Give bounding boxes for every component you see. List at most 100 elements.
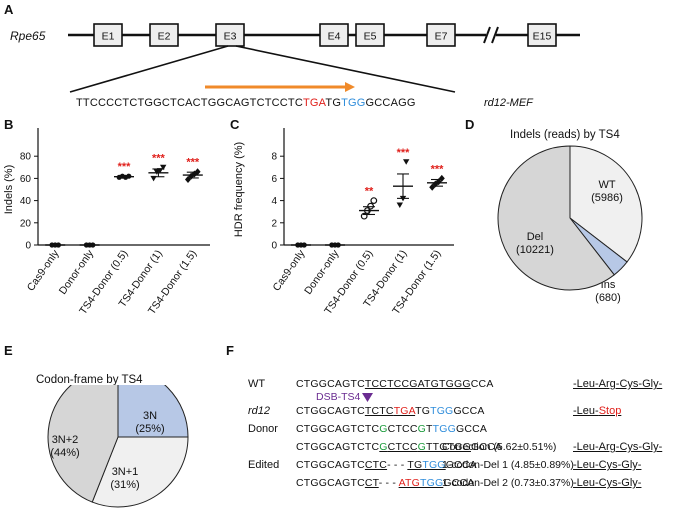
row-seq-wt: CTGGCAGTCTCCTCCGATGTGGGCCA xyxy=(296,378,494,390)
significance-label: *** xyxy=(431,163,445,175)
cell-label: rd12-MEF xyxy=(484,97,533,109)
slice-value: (5986) xyxy=(591,192,623,204)
y-tick-label: 6 xyxy=(271,174,277,185)
exon-e4 xyxy=(319,23,349,47)
slice-label: 3N xyxy=(143,410,157,422)
x-tick-label: Cas9-only xyxy=(271,247,308,293)
x-tick-label: Cas9-only xyxy=(25,247,62,293)
slice-value: (680) xyxy=(595,292,621,304)
panel-label-a: A xyxy=(4,2,14,17)
data-point xyxy=(160,164,167,171)
exon-e7 xyxy=(426,23,456,47)
row-note-del1: 1-codon-Del 1 (4.85±0.89%) xyxy=(442,459,574,471)
exon-label: E3 xyxy=(224,31,237,43)
zoom-line-left xyxy=(69,45,229,93)
significance-label: *** xyxy=(152,152,166,164)
y-axis-label: HDR frequency (%) xyxy=(233,142,245,237)
y-tick-label: 20 xyxy=(20,218,32,229)
data-point xyxy=(438,174,445,182)
dsb-label: DSB-TS4 xyxy=(316,391,361,403)
y-tick-label: 0 xyxy=(25,241,31,252)
y-tick-label: 40 xyxy=(20,196,32,207)
slice-value: (31%) xyxy=(110,479,139,491)
row-protein-del1: -Leu-Cys-Gly- xyxy=(573,459,642,471)
row-label-edited: Edited xyxy=(248,459,280,471)
exon-e1 xyxy=(93,23,123,47)
row-protein-wt: -Leu-Arg-Cys-Gly- xyxy=(573,378,663,390)
panel-label-f: F xyxy=(226,343,234,358)
break-mark-2 xyxy=(491,26,499,44)
gene-map: E1 E2 E3 E4 E5 E7 E15 xyxy=(68,23,580,93)
row-seq-rd12: CTGGCAGTCTCTCTGATGTGGGCCA xyxy=(296,405,485,417)
significance-label: *** xyxy=(186,157,200,169)
break-mark-1 xyxy=(483,26,491,44)
slice-label: Del xyxy=(527,231,544,243)
pie-slice-3nplus1 xyxy=(91,436,189,508)
pie-d: WT(5986) Ins(680) Del(10221) xyxy=(497,145,643,304)
exon-e5 xyxy=(355,23,385,47)
significance-label: *** xyxy=(118,161,132,173)
exon-label: E5 xyxy=(364,31,377,43)
pie-slice-wt xyxy=(569,145,643,263)
row-seq-del2: CTGGCAGTCCT- - - ATGTGGGCCA xyxy=(296,477,475,489)
y-tick-label: 80 xyxy=(20,152,32,163)
pie-slice-3nplus2 xyxy=(47,385,119,503)
row-note-correction: Correction (5.62±0.51%) xyxy=(442,441,557,453)
pie-e: 3N(25%) 3N+1(31%) 3N+2(44%) xyxy=(47,385,189,508)
exon-e15 xyxy=(527,23,557,47)
exon-label: E2 xyxy=(158,31,171,43)
data-point xyxy=(396,202,403,209)
row-protein-rd12: -Leu-Stop xyxy=(573,405,622,417)
y-tick-label: 4 xyxy=(271,196,277,207)
slice-label: 3N+2 xyxy=(52,434,79,446)
row-seq-correction: CTGGCAGTCTCGCTCCGTTGTGGGCCA xyxy=(296,441,503,453)
significance-label: *** xyxy=(397,147,411,159)
zoom-line-right xyxy=(235,45,456,93)
pie-slice-3n xyxy=(117,385,189,438)
target-sequence: TTCCCCTCTGGCTCACTGGCAGTCTCCTCTGATGTGGGCC… xyxy=(76,97,416,109)
slice-label: 3N+1 xyxy=(112,466,139,478)
data-point xyxy=(370,197,378,204)
slice-value: (44%) xyxy=(50,447,79,459)
panel-label-c: C xyxy=(230,117,240,132)
slice-value: (25%) xyxy=(135,423,164,435)
exon-e3 xyxy=(215,23,245,47)
data-point xyxy=(185,176,191,184)
data-point xyxy=(403,159,410,165)
row-label-wt: WT xyxy=(248,378,266,390)
row-seq-donor: CTGGCAGTCTCGCTCCGTTGGGCCA xyxy=(296,423,488,435)
guide-arrow-head xyxy=(345,82,355,92)
exon-label: E7 xyxy=(435,31,448,43)
exon-label: E15 xyxy=(533,31,552,43)
y-tick-label: 2 xyxy=(271,218,277,229)
dsb-marker-icon xyxy=(362,393,373,402)
slice-value: (10221) xyxy=(516,244,554,256)
exon-label: E1 xyxy=(102,31,115,43)
y-axis-label: Indels (%) xyxy=(3,165,15,215)
panel-label-b: B xyxy=(4,117,14,132)
exon-e2 xyxy=(149,23,179,47)
slice-label: WT xyxy=(598,179,615,191)
pam-site: TGG xyxy=(341,97,366,109)
row-seq-del1: CTGGCAGTCCTC- - - TGTGGGCCA xyxy=(296,459,477,471)
y-tick-label: 0 xyxy=(271,241,277,252)
row-protein-correction: -Leu-Arg-Cys-Gly- xyxy=(573,441,663,453)
mutation-codon: TGA xyxy=(303,97,326,109)
y-tick-label: 8 xyxy=(271,152,277,163)
panel-label-d: D xyxy=(465,117,475,132)
row-protein-del2: -Leu-Cys-Gly- xyxy=(573,477,642,489)
y-tick-label: 60 xyxy=(20,174,32,185)
significance-label: ** xyxy=(365,186,374,198)
panel-label-e: E xyxy=(4,343,13,358)
row-note-del2: 1-codon-Del 2 (0.73±0.37%) xyxy=(442,477,574,489)
slice-label: Ins xyxy=(601,279,616,291)
pie-d-title: Indels (reads) by TS4 xyxy=(510,129,620,141)
pie-e-title: Codon-frame by TS4 xyxy=(36,374,143,386)
exon-label: E4 xyxy=(328,31,341,43)
row-label-rd12: rd12 xyxy=(248,405,271,417)
data-point xyxy=(429,183,436,191)
row-label-donor: Donor xyxy=(248,423,278,435)
pie-slice-del xyxy=(497,145,615,291)
